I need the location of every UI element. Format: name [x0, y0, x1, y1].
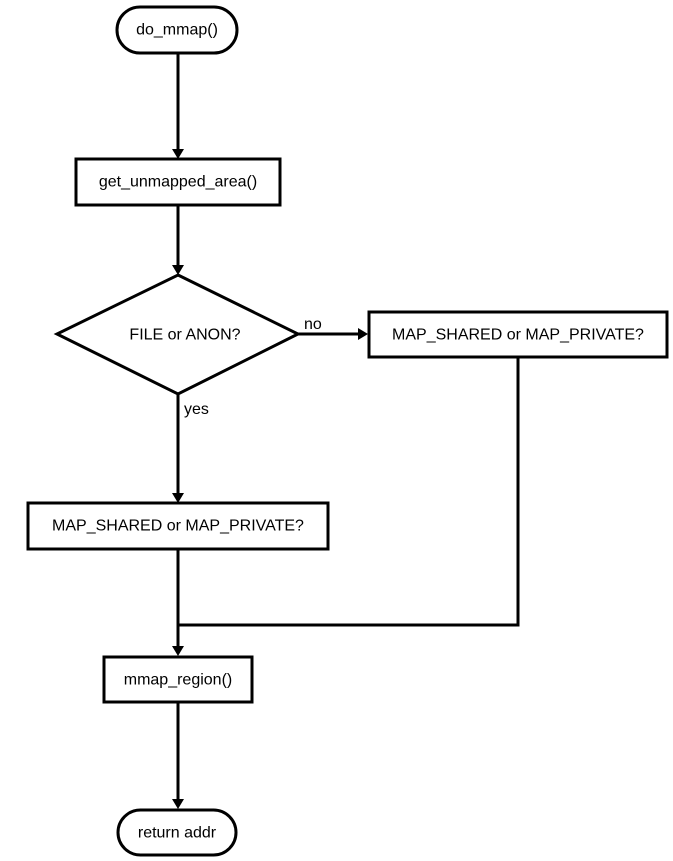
node-return-addr: return addr	[116, 808, 238, 857]
node-map-type-file-label: MAP_SHARED or MAP_PRIVATE?	[52, 518, 304, 535]
node-map-type-anon-label: MAP_SHARED or MAP_PRIVATE?	[392, 327, 644, 344]
node-map-type-file: MAP_SHARED or MAP_PRIVATE?	[26, 501, 330, 551]
node-do-mmap-label: do_mmap()	[136, 22, 218, 39]
node-mmap-region-label: mmap_region()	[124, 672, 232, 689]
node-get-unmapped-area-label: get_unmapped_area()	[99, 174, 257, 191]
edge-label-no: no	[304, 316, 322, 333]
edge-map-type-file-to-mmap-region	[172, 549, 184, 656]
node-get-unmapped-area: get_unmapped_area()	[74, 157, 282, 207]
edge-mmap-region-to-end	[172, 702, 184, 809]
node-mmap-region: mmap_region()	[102, 655, 254, 704]
edge-start-to-get-unmapped	[172, 53, 184, 159]
edge-map-type-anon-to-mmap-region	[178, 357, 520, 627]
edge-label-yes: yes	[184, 401, 209, 418]
node-file-or-anon-label: FILE or ANON?	[129, 327, 240, 344]
node-map-type-anon: MAP_SHARED or MAP_PRIVATE?	[367, 310, 669, 359]
edge-get-unmapped-to-decision	[172, 205, 184, 275]
edge-decision-yes-to-map-type: yes	[172, 394, 209, 503]
node-file-or-anon-decision: FILE or ANON?	[53, 273, 302, 396]
node-return-addr-label: return addr	[138, 825, 217, 842]
node-do-mmap: do_mmap()	[115, 5, 239, 55]
edge-decision-no-to-map-type: no	[298, 316, 368, 340]
